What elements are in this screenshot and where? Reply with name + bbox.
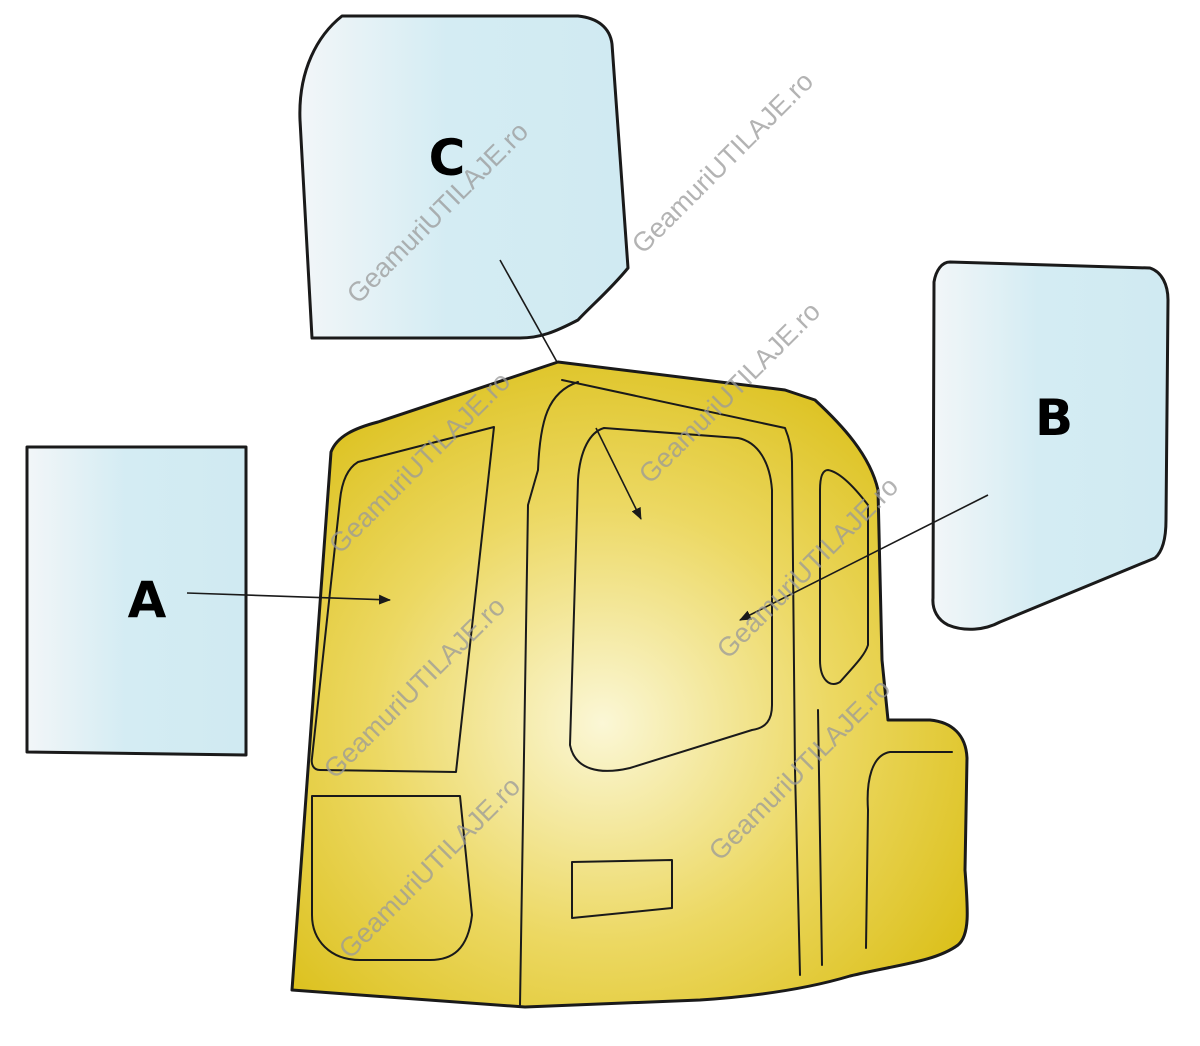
- cab-door-window: [569, 427, 773, 772]
- cab-front-pillar: [519, 381, 579, 1006]
- cab-door-edge-2: [817, 709, 823, 966]
- label-b: B: [1035, 389, 1073, 447]
- glass-panel-b: [931, 260, 1170, 631]
- watermark: GeamuriUTILAJE.ro: [626, 66, 819, 259]
- glass-panel-c: [298, 14, 630, 340]
- cab-rear-side-window: [819, 469, 869, 685]
- cab-rear-box-line: [865, 751, 953, 949]
- cab-front-upper-window: [310, 426, 495, 773]
- cab-door-plate: [571, 859, 673, 919]
- pointer-lines: [186, 259, 989, 621]
- cab-body: [290, 360, 969, 1009]
- excavator-cab: [290, 360, 969, 1009]
- pointer-b: [739, 494, 989, 621]
- cab-door-edge-1: [791, 461, 801, 976]
- label-a: A: [128, 571, 167, 629]
- pointer-a: [186, 592, 391, 605]
- cab-roof-line: [561, 379, 793, 463]
- pointer-c: [595, 427, 642, 520]
- glass-panel-a: [25, 445, 248, 757]
- pointer-c-leader: [499, 259, 558, 363]
- cab-front-lower-window: [311, 795, 473, 961]
- label-c: C: [429, 129, 466, 187]
